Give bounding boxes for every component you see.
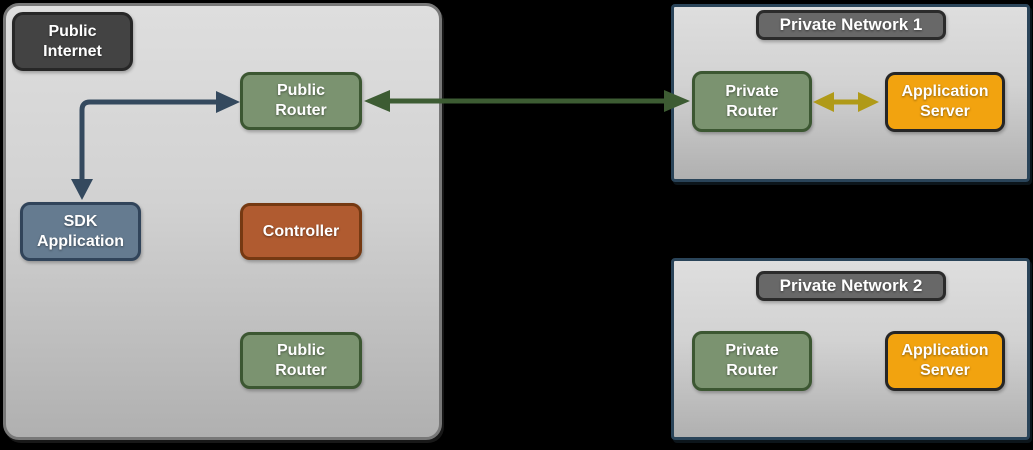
- node-application-server-1: Application Server: [885, 72, 1005, 132]
- private-network-2-title: Private Network 2: [756, 271, 946, 301]
- private-network-1-title: Private Network 1: [756, 10, 946, 40]
- node-private-router-1: Private Router: [692, 71, 812, 132]
- public-internet-zone: Public Internet Public Router SDK Applic…: [3, 3, 442, 440]
- node-private-router-2: Private Router: [692, 331, 812, 391]
- private-network-2-zone: Private Network 2 Private Router Applica…: [671, 258, 1030, 440]
- node-application-server-2: Application Server: [885, 331, 1005, 391]
- node-public-router-top: Public Router: [240, 72, 362, 130]
- public-internet-label: Public Internet: [12, 12, 133, 71]
- node-controller: Controller: [240, 203, 362, 260]
- node-public-router-bottom: Public Router: [240, 332, 362, 389]
- private-network-1-zone: Private Network 1 Private Router Applica…: [671, 4, 1030, 182]
- node-sdk-application: SDK Application: [20, 202, 141, 261]
